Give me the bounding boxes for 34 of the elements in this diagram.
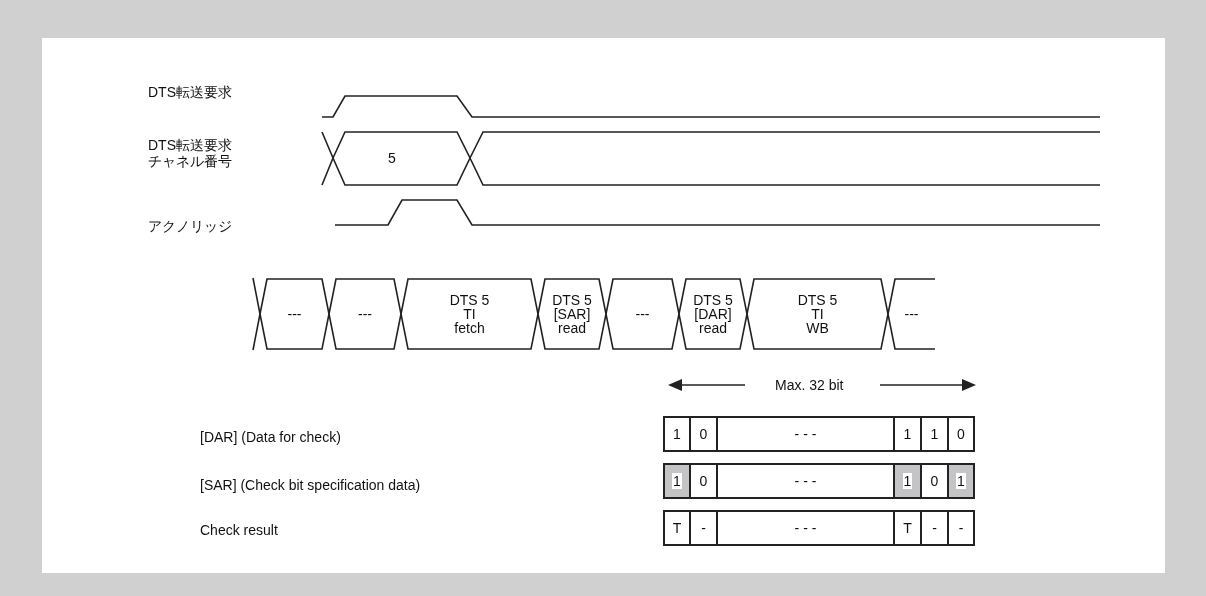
bus-segment: DTS 5 TI fetch [401, 278, 538, 350]
table-cell: - - - [717, 416, 894, 452]
row-label: Check result [200, 522, 278, 538]
signal-name: アクノリッジ [148, 218, 232, 234]
table-cell: 1 [663, 463, 690, 499]
table-cell: 1 [921, 416, 948, 452]
table-cell: - [921, 510, 948, 546]
row-label: [SAR] (Check bit specification data) [200, 477, 421, 493]
signal-name: DTS転送要求チャネル番号 [148, 137, 233, 169]
table-cell: 1 [663, 416, 690, 452]
signal-name: DTS転送要求 [148, 84, 232, 100]
table-cell: T [663, 510, 690, 546]
bus-segment: DTS 5 TI WB [747, 278, 888, 350]
table-cell: 1 [948, 463, 975, 499]
bus-segment: DTS 5 [SAR] read [538, 278, 606, 350]
bus-value: 5 [388, 150, 396, 166]
table-cell: 0 [690, 416, 717, 452]
table-cell: - - - [717, 510, 894, 546]
table-cell: T [894, 510, 921, 546]
table-cell: - [948, 510, 975, 546]
table-cell: 0 [948, 416, 975, 452]
bus-segment: --- [888, 278, 935, 350]
table-cell: 1 [894, 416, 921, 452]
table-cell: 0 [690, 463, 717, 499]
bus-segment: --- [260, 278, 329, 350]
table-cell: 1 [894, 463, 921, 499]
table-cell: 0 [921, 463, 948, 499]
bus-segment: --- [329, 278, 401, 350]
dimension-label: Max. 32 bit [775, 377, 844, 393]
row-label: [DAR] (Data for check) [200, 429, 341, 445]
table-cell: - [690, 510, 717, 546]
table-cell: - - - [717, 463, 894, 499]
bus-segment: --- [606, 278, 679, 350]
bus-segment: DTS 5 [DAR] read [679, 278, 747, 350]
